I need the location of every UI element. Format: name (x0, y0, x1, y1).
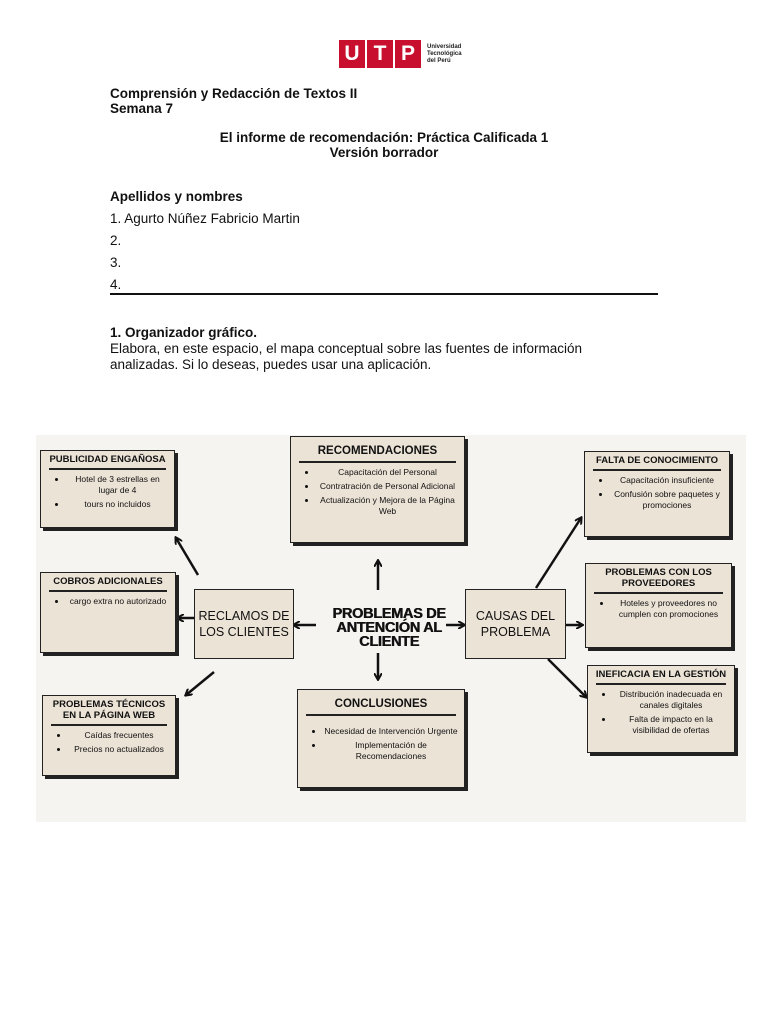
logo-line: Tecnológica (427, 50, 462, 57)
reclamos-node: RECLAMOS DE LOS CLIENTES (194, 589, 294, 659)
publicidad-list: Hotel de 3 estrellas en lugar de 4 tours… (41, 474, 174, 510)
list-item: Precios no actualizados (69, 744, 169, 755)
conclusiones-box: CONCLUSIONES Necesidad de Intervención U… (297, 689, 465, 788)
logo-letter-t: T (373, 42, 387, 65)
list-item: Hotel de 3 estrellas en lugar de 4 (67, 474, 168, 496)
falta-box: FALTA DE CONOCIMIENTO Capacitación insuf… (584, 451, 730, 537)
title-underline (306, 714, 456, 716)
title-underline (49, 590, 167, 592)
proveedores-list: Hoteles y proveedores no cumplen con pro… (586, 598, 731, 620)
arrow-to-publicidad (176, 538, 200, 576)
tecnicos-list: Caídas frecuentes Precios no actualizado… (43, 730, 175, 755)
recomendaciones-title: RECOMENDACIONES (317, 445, 438, 457)
arrow-to-falta (534, 518, 581, 589)
causas-label: CAUSAS DEL PROBLEMA (475, 609, 556, 639)
course-name: Comprensión y Redacción de Textos II (110, 86, 358, 101)
name-row: 2. (110, 233, 122, 248)
names-heading: Apellidos y nombres (110, 189, 243, 204)
list-item: cargo extra no autorizado (67, 596, 169, 607)
week-label: Semana 7 (110, 101, 174, 116)
logo-letter-p: P (400, 42, 415, 65)
ineficacia-box: INEFICACIA EN LA GESTIÓN Distribución in… (587, 665, 735, 753)
title-underline (49, 468, 166, 470)
cobros-list: cargo extra no autorizado (41, 596, 175, 607)
cobros-title: COBROS ADICIONALES (53, 576, 163, 587)
logo-mark: U T P (339, 40, 421, 68)
logo-line: Universidad (427, 43, 462, 50)
list-item: Contratración de Personal Adicional (317, 481, 458, 492)
logo-line: del Perú (427, 57, 451, 64)
name-row: 3. (110, 255, 122, 270)
list-item: Confusión sobre paquetes y promociones (611, 489, 723, 511)
document-title: El informe de recomendación: Práctica Ca… (219, 130, 549, 145)
list-item: Distribución inadecuada en canales digit… (614, 689, 728, 711)
conclusiones-list: Necesidad de Intervención Urgente Implem… (298, 726, 464, 762)
proveedores-title: PROBLEMAS CON LOS PROVEEDORES (605, 567, 712, 589)
list-item: Falta de impacto en la visibilidad de of… (614, 714, 728, 736)
document-title-block: El informe de recomendación: Práctica Ca… (0, 130, 768, 160)
title-underline (594, 592, 723, 594)
logo-separator (365, 40, 367, 68)
list-item: Implementación de Recomendaciones (324, 740, 458, 762)
publicidad-title: PUBLICIDAD ENGAÑOSA (49, 454, 166, 465)
causas-node: CAUSAS DEL PROBLEMA (465, 589, 566, 659)
section-heading: 1. Organizador gráfico. (110, 325, 258, 340)
list-item: Capacitación del Personal (317, 467, 458, 478)
falta-list: Capacitación insuficiente Confusión sobr… (585, 475, 729, 511)
utp-logo: U T P Universidad Tecnológica del Perú (339, 40, 462, 68)
cobros-box: COBROS ADICIONALES cargo extra no autori… (40, 572, 176, 653)
logo-letter-u: U (344, 42, 360, 65)
publicidad-box: PUBLICIDAD ENGAÑOSA Hotel de 3 estrellas… (40, 450, 175, 528)
tecnicos-box: PROBLEMAS TÉCNICOS EN LA PÁGINA WEB Caíd… (42, 695, 176, 776)
tecnicos-title: PROBLEMAS TÉCNICOS EN LA PÁGINA WEB (52, 699, 166, 721)
list-item: Actualización y Mejora de la Página Web (317, 495, 458, 517)
conclusiones-title: CONCLUSIONES (334, 698, 428, 710)
name-row: 4. (110, 277, 122, 292)
title-underline (299, 461, 456, 463)
falta-title: FALTA DE CONOCIMIENTO (595, 455, 719, 466)
document-subtitle: Versión borrador (329, 145, 439, 160)
recomendaciones-list: Capacitación del Personal Contratración … (291, 467, 464, 517)
proveedores-box: PROBLEMAS CON LOS PROVEEDORES Hoteles y … (585, 563, 732, 648)
reclamos-label: RECLAMOS DE LOS CLIENTES (198, 609, 290, 639)
list-item: Hoteles y proveedores no cumplen con pro… (612, 598, 725, 620)
name-row: 1. Agurto Núñez Fabricio Martin (110, 211, 300, 226)
course-info: Comprensión y Redacción de Textos II Sem… (110, 86, 357, 116)
title-underline (596, 683, 726, 685)
list-item: Caídas frecuentes (69, 730, 169, 741)
list-item: Capacitación insuficiente (611, 475, 723, 486)
section-instructions: Elabora, en este espacio, el mapa concep… (110, 341, 583, 372)
recomendaciones-box: RECOMENDACIONES Capacitación del Persona… (290, 436, 465, 543)
title-underline (51, 724, 167, 726)
arrow-to-tecnicos (186, 671, 215, 695)
ineficacia-title: INEFICACIA EN LA GESTIÓN (595, 669, 727, 680)
concept-map: RECOMENDACIONES Capacitación del Persona… (36, 435, 746, 822)
central-topic: PROBLEMAS DE ANTENCIÓN AL CLIENTE (332, 606, 446, 650)
title-underline (593, 469, 721, 471)
arrow-to-ineficacia (547, 658, 586, 697)
concept-map-arrows (36, 435, 746, 822)
list-item: tours no incluidos (67, 499, 168, 510)
divider-line (110, 293, 658, 295)
logo-separator (393, 40, 395, 68)
ineficacia-list: Distribución inadecuada en canales digit… (588, 689, 734, 736)
logo-wordmark: Universidad Tecnológica del Perú (427, 44, 462, 65)
list-item: Necesidad de Intervención Urgente (324, 726, 458, 737)
